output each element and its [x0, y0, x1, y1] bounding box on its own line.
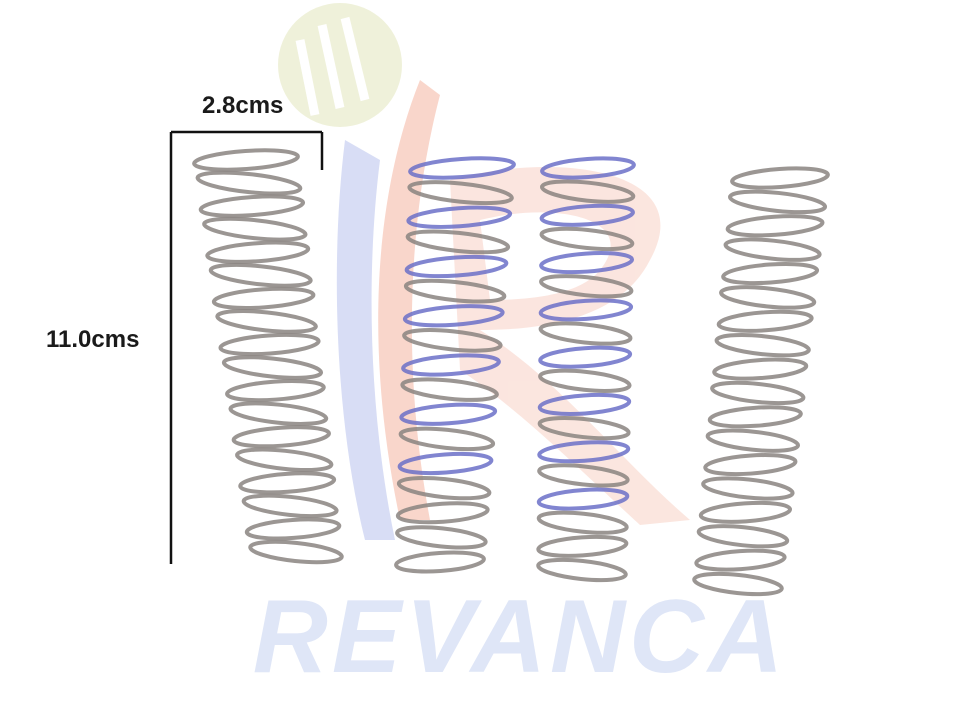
spring-2: [394, 156, 516, 574]
spring-coil: [400, 377, 499, 402]
spring-coil: [538, 298, 634, 322]
spring-coil: [218, 332, 321, 357]
spring-coil: [703, 453, 798, 477]
spring-coil: [537, 463, 630, 488]
spring-coil: [235, 447, 334, 472]
spring-coil: [202, 216, 308, 242]
spring-coil: [539, 274, 634, 299]
spring-coil: [696, 524, 790, 549]
spring-coil: [405, 229, 511, 255]
height-measurement-label: 11.0cms: [46, 326, 140, 353]
spring-1: [192, 148, 344, 565]
spring-coil: [394, 550, 486, 574]
spring-coil: [398, 426, 496, 452]
spring-4: [692, 166, 830, 597]
logo-ball-stripes: [295, 16, 370, 116]
spring-coil: [192, 148, 300, 172]
spring-coil: [225, 378, 326, 403]
spring-coil: [694, 548, 787, 572]
spring-coil: [539, 251, 635, 275]
spring-coil: [401, 353, 501, 377]
spring-coil: [248, 539, 344, 565]
spring-coil: [406, 205, 513, 229]
spring-coil: [537, 416, 631, 441]
spring-coil: [701, 476, 795, 501]
spring-coil: [721, 261, 820, 286]
spring-coil: [536, 487, 630, 511]
spring-coil: [205, 240, 311, 264]
spring-coil: [397, 451, 494, 476]
spring-coil: [244, 517, 342, 541]
spring-coil: [536, 534, 629, 558]
spring-coil: [725, 214, 825, 238]
spring-coil: [719, 285, 817, 310]
spring-3: [536, 156, 636, 583]
spring-coil: [403, 278, 507, 304]
spring-coil: [728, 189, 828, 215]
spring-coil: [730, 166, 830, 190]
watermark-text: REVANCA: [253, 579, 788, 695]
spring-coil: [714, 332, 811, 358]
spring-coil: [395, 525, 488, 550]
spring-coil: [723, 237, 822, 262]
spring-coil: [707, 405, 803, 429]
spring-coil: [539, 203, 635, 227]
spring-coil: [221, 355, 324, 380]
spring-coil: [211, 286, 316, 310]
spring-coil: [539, 226, 635, 252]
logo-flame-red: [378, 80, 440, 520]
spring-coil: [407, 180, 514, 206]
measurement-bracket: [169, 130, 324, 564]
spring-coil: [698, 500, 793, 524]
spring-coil: [705, 428, 800, 453]
spring-coil: [215, 309, 318, 334]
springs-group: [192, 148, 830, 597]
width-measurement-label: 2.8cms: [202, 92, 284, 119]
spring-coil: [540, 156, 636, 180]
spring-coil: [716, 309, 814, 333]
spring-coil: [538, 345, 633, 369]
logo-ball: [278, 3, 402, 127]
spring-coil: [536, 557, 628, 583]
spring-coil: [399, 402, 498, 426]
spring-coil: [538, 321, 633, 346]
spring-coil: [712, 357, 809, 381]
spring-coil: [231, 425, 331, 449]
spring-coil: [395, 501, 490, 525]
spring-coil: [408, 156, 516, 180]
spring-coil: [208, 262, 313, 288]
spring-coil: [241, 493, 339, 519]
spring-coil: [537, 392, 632, 416]
spring-coil: [228, 401, 329, 426]
logo-flame-blue: [336, 140, 395, 540]
spring-coil: [238, 471, 337, 495]
spring-coil: [396, 475, 492, 501]
spring-coil: [404, 254, 509, 279]
spring-coil: [710, 380, 806, 406]
spring-coil: [195, 170, 303, 196]
spring-coil: [540, 179, 636, 204]
spring-coil: [402, 328, 503, 353]
spring-coil: [402, 304, 505, 328]
spring-coil: [538, 368, 632, 393]
spring-coil: [692, 571, 784, 597]
spring-coil: [198, 194, 306, 218]
spring-coil: [537, 440, 631, 464]
spring-coil: [536, 510, 629, 535]
